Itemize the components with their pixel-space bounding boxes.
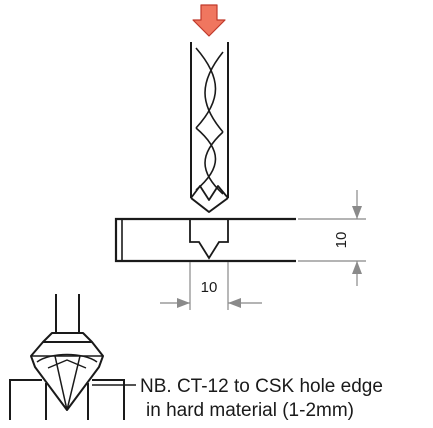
drilled-hole — [189, 219, 229, 260]
countersink-bit-icon — [30, 294, 104, 411]
workpiece-board — [114, 217, 296, 263]
board-thickness-dimension: 10 — [298, 190, 366, 286]
countersink-workpiece — [9, 379, 125, 420]
board-thickness-label: 10 — [333, 232, 350, 249]
drill-bit-icon — [190, 42, 229, 213]
down-arrow-icon — [192, 4, 226, 37]
note-line-1: NB. CT-12 to CSK hole edge — [140, 376, 383, 397]
hole-width-label: 10 — [201, 279, 218, 296]
note-line-2: in hard material (1-2mm) — [146, 400, 354, 421]
hole-width-dimension: 10 — [160, 262, 262, 310]
